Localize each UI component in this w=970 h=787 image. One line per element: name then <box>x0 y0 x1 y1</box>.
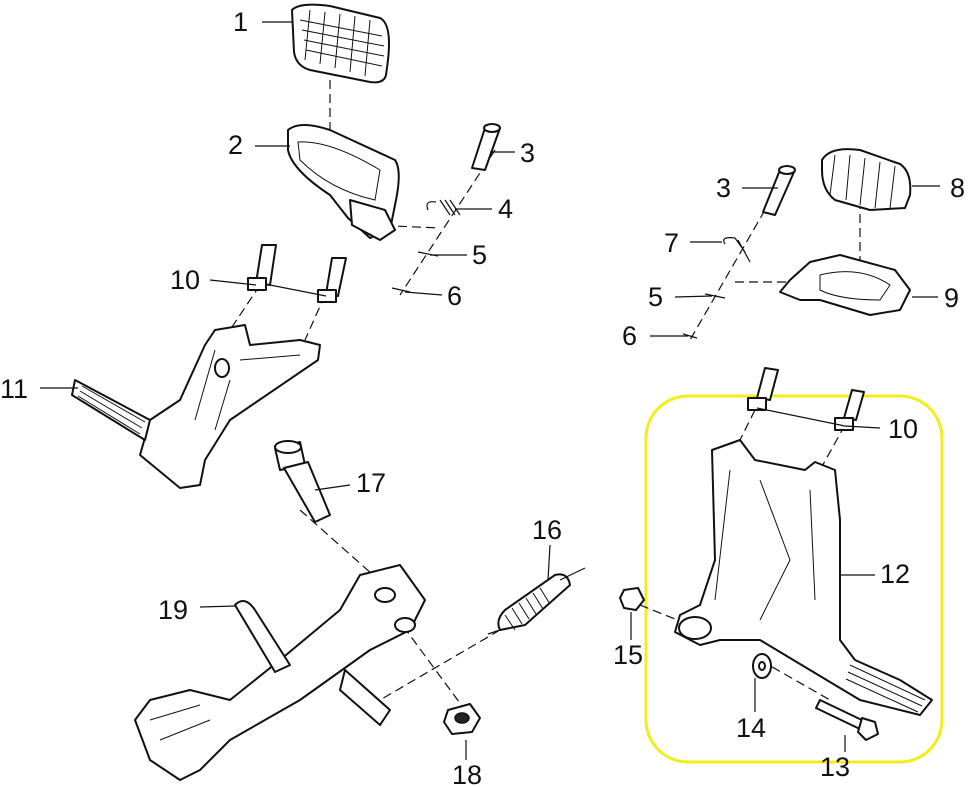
part-4-spring-left <box>426 199 461 216</box>
part-5-washer-right <box>704 293 726 299</box>
part-6-cotter-pin-right <box>682 333 698 339</box>
part-10-bolts-right <box>747 367 865 431</box>
label-15: 15 <box>613 640 644 670</box>
part-13-bolt-right <box>815 699 879 741</box>
part-18-nut <box>443 703 481 735</box>
label-6: 6 <box>447 281 463 311</box>
part-15-nut-right <box>619 587 645 611</box>
label-19: 19 <box>158 595 189 625</box>
part-6-cotter-pin-left <box>391 287 411 293</box>
label-5: 5 <box>472 240 488 270</box>
label-10-right: 10 <box>888 414 919 444</box>
label-16: 16 <box>532 515 563 545</box>
part-3-pin-left <box>471 123 501 171</box>
part-3-pin-right <box>762 165 796 216</box>
label-8: 8 <box>950 173 966 203</box>
label-13: 13 <box>820 752 851 782</box>
label-5-right: 5 <box>648 282 664 312</box>
label-11: 11 <box>0 374 29 404</box>
label-12: 12 <box>880 559 911 589</box>
part-7-spring-right <box>723 237 751 263</box>
part-16-return-spring <box>487 567 586 635</box>
label-18: 18 <box>452 760 483 787</box>
label-1: 1 <box>233 7 249 37</box>
part-1-footpeg-pad <box>291 3 390 84</box>
part-17-pivot-bolt <box>274 440 331 523</box>
label-9: 9 <box>944 283 960 313</box>
label-4: 4 <box>498 194 514 224</box>
part-14-washer-right <box>752 653 772 679</box>
part-8-footpeg-pad-right <box>821 148 912 211</box>
label-17: 17 <box>356 468 387 498</box>
label-14: 14 <box>736 713 767 743</box>
label-2: 2 <box>228 130 244 160</box>
label-10: 10 <box>170 265 201 295</box>
part-2-footpeg-body <box>287 124 400 241</box>
part-9-footpeg-body-right <box>779 254 911 316</box>
part-11-left-bracket <box>71 324 321 489</box>
part-19-brake-pedal <box>134 564 426 781</box>
part-12-right-bracket <box>674 439 933 716</box>
part-10-bolts-left <box>247 244 347 303</box>
label-3-right: 3 <box>716 173 732 203</box>
label-3: 3 <box>520 138 536 168</box>
label-7: 7 <box>664 228 680 258</box>
highlight-box <box>644 394 944 764</box>
label-6-right: 6 <box>622 321 638 351</box>
